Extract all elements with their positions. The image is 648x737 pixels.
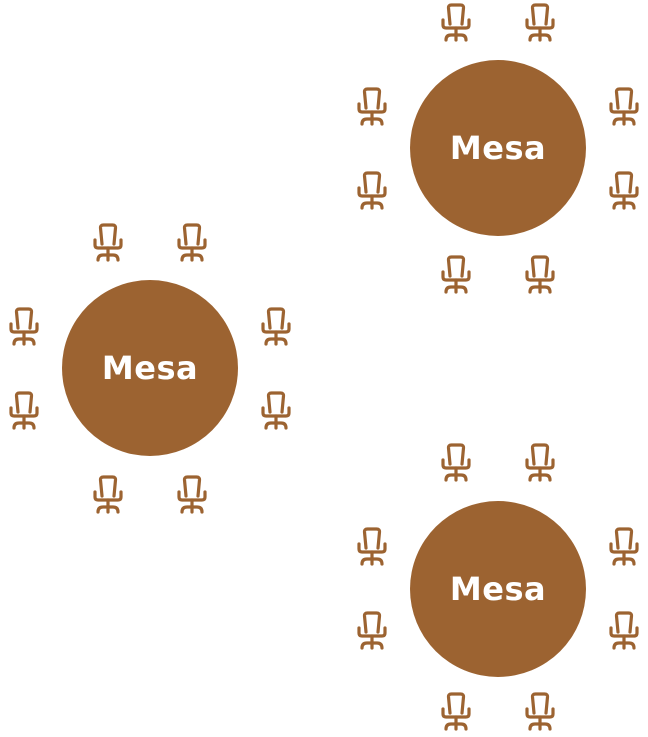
office-chair-icon [84, 472, 132, 520]
office-chair-icon [600, 608, 648, 656]
office-chair-icon [348, 608, 396, 656]
table-label: Mesa [449, 570, 547, 608]
office-chair-icon [432, 689, 480, 737]
office-chair-icon [516, 689, 564, 737]
office-chair-icon [0, 304, 48, 352]
round-table: Mesa [62, 280, 238, 456]
office-chair-icon [348, 168, 396, 216]
office-chair-icon [0, 388, 48, 436]
office-chair-icon [432, 252, 480, 300]
office-chair-icon [348, 524, 396, 572]
office-chair-icon [516, 252, 564, 300]
office-chair-icon [600, 524, 648, 572]
office-chair-icon [432, 0, 480, 48]
office-chair-icon [516, 440, 564, 488]
office-chair-icon [432, 440, 480, 488]
office-chair-icon [84, 220, 132, 268]
table-label: Mesa [449, 129, 547, 167]
office-chair-icon [168, 220, 216, 268]
round-table: Mesa [410, 501, 586, 677]
table-label: Mesa [101, 349, 199, 387]
office-chair-icon [252, 304, 300, 352]
office-chair-icon [600, 168, 648, 216]
office-chair-icon [252, 388, 300, 436]
round-table: Mesa [410, 60, 586, 236]
office-chair-icon [168, 472, 216, 520]
office-chair-icon [516, 0, 564, 48]
office-chair-icon [600, 84, 648, 132]
office-chair-icon [348, 84, 396, 132]
